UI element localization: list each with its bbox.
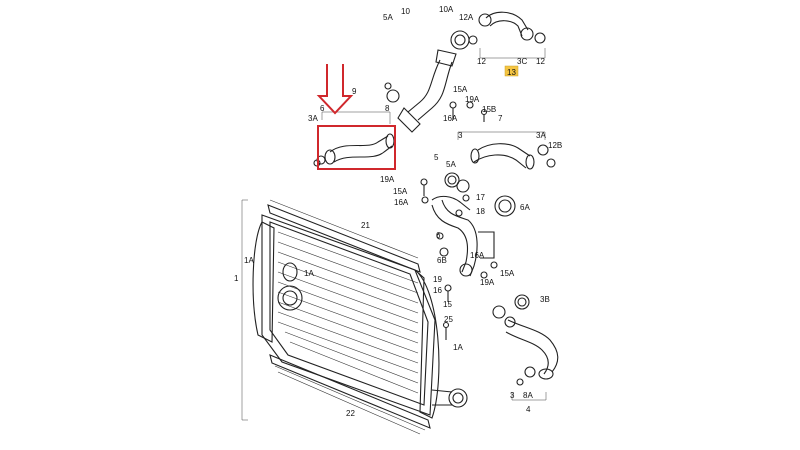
lower-hose-assembly-4 xyxy=(492,294,559,401)
label-6b: 6B xyxy=(437,256,447,265)
label-16a-mid: 16A xyxy=(394,198,409,207)
top-bolts xyxy=(449,101,488,122)
highlighted-hose-9 xyxy=(313,111,395,167)
label-15: 15 xyxy=(443,300,452,309)
part-labels: 5A 10 10A 12A 12 3C 12 13 15A 19A 15B 16… xyxy=(234,5,562,418)
label-1: 1 xyxy=(234,274,239,283)
label-6: 6 xyxy=(320,104,325,113)
label-9: 9 xyxy=(352,87,357,96)
label-3b: 3B xyxy=(540,295,550,304)
hose-assembly-7 xyxy=(457,131,556,170)
label-16: 16 xyxy=(433,286,442,295)
label-1a-left: 1A xyxy=(244,256,254,265)
label-12-left: 12 xyxy=(477,57,486,66)
label-16a-low: 16A xyxy=(470,251,485,260)
label-19a-mid: 19A xyxy=(380,175,395,184)
label-3: 3 xyxy=(458,131,463,140)
top-air-guide-21 xyxy=(267,199,421,273)
label-7: 7 xyxy=(498,114,503,123)
middle-fittings xyxy=(420,172,516,217)
label-3a-left: 3A xyxy=(308,114,318,123)
label-13: 13 xyxy=(507,68,516,77)
label-21: 21 xyxy=(361,221,370,230)
label-10: 10 xyxy=(401,7,410,16)
lower-charge-pipe-6 xyxy=(431,199,498,302)
label-10a: 10A xyxy=(439,5,454,14)
label-19a-low: 19A xyxy=(480,278,495,287)
label-3a-right: 3A xyxy=(536,131,546,140)
label-8: 8 xyxy=(385,104,390,113)
label-3c: 3C xyxy=(517,57,527,66)
label-15b: 15B xyxy=(482,105,496,114)
label-1a-bottom: 1A xyxy=(453,343,463,352)
label-5a-top: 5A xyxy=(383,13,393,22)
label-22: 22 xyxy=(346,409,355,418)
label-15a-top: 15A xyxy=(453,85,468,94)
label-19: 19 xyxy=(433,275,442,284)
label-16a-top: 16A xyxy=(443,114,458,123)
label-12a: 12A xyxy=(459,13,474,22)
label-6-low: 6 xyxy=(436,231,441,240)
label-5: 5 xyxy=(434,153,439,162)
label-17: 17 xyxy=(476,193,485,202)
label-4: 4 xyxy=(526,405,531,414)
highlight-arrow xyxy=(316,64,354,115)
charge-pipe-10 xyxy=(384,30,470,133)
label-3-low: 3 xyxy=(510,391,515,400)
label-6a-mid: 6A xyxy=(520,203,530,212)
label-19a-top: 19A xyxy=(465,95,480,104)
intercooler-radiator xyxy=(252,214,468,419)
callout-13 xyxy=(504,65,519,77)
label-12b: 12B xyxy=(548,141,562,150)
highlight-box xyxy=(317,125,396,170)
label-12-right: 12 xyxy=(536,57,545,66)
label-5a-mid: 5A xyxy=(446,160,456,169)
bracket-1 xyxy=(241,199,248,421)
bottom-air-guide-22 xyxy=(269,354,431,435)
label-15a-mid: 15A xyxy=(393,187,408,196)
lower-left-bolt xyxy=(442,321,450,340)
label-25: 25 xyxy=(444,315,453,324)
label-8a: 8A xyxy=(523,391,533,400)
label-18: 18 xyxy=(476,207,485,216)
hose-assembly-13 xyxy=(468,11,546,77)
label-15a-low: 15A xyxy=(500,269,515,278)
label-1a-inner: 1A xyxy=(304,269,314,278)
